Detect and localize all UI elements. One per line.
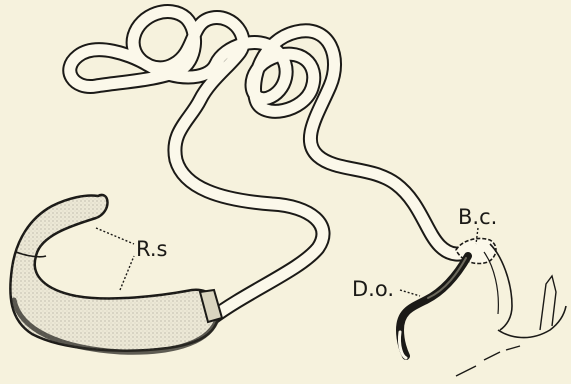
label-receptaculum-seminis: R.s: [136, 237, 167, 261]
label-bursa-copulatrix: B.c.: [458, 205, 497, 229]
label-duct-opening: D.o.: [352, 277, 394, 301]
